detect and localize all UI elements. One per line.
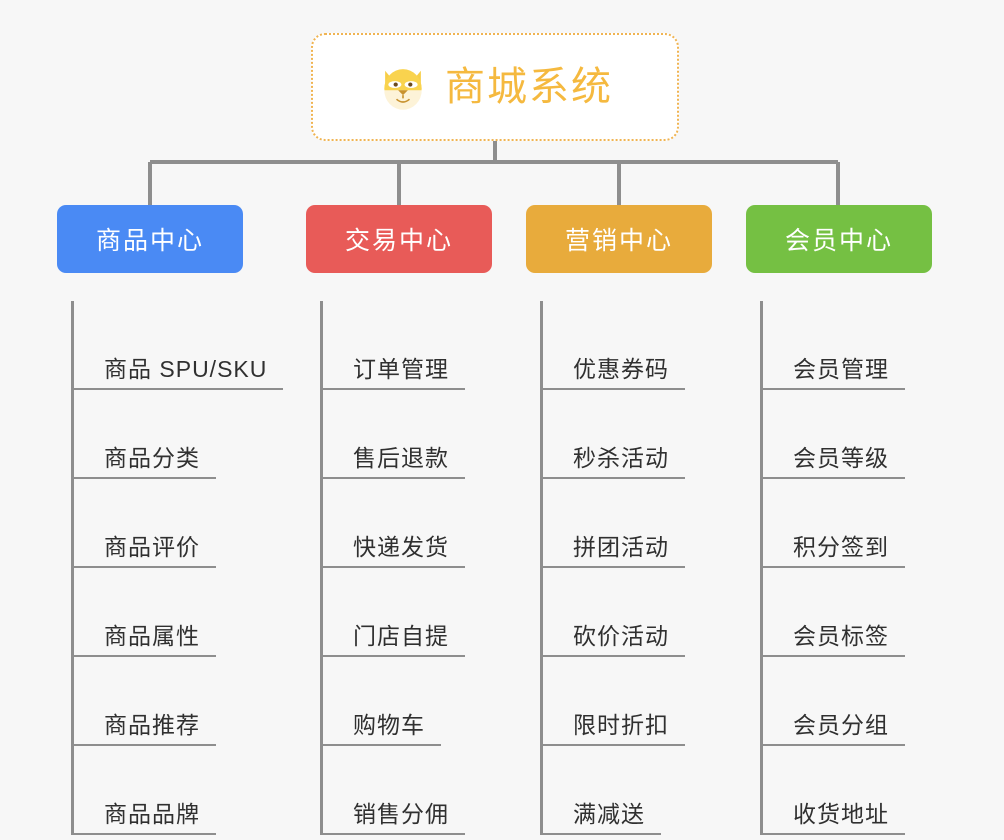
leaf-label: 限时折扣: [573, 712, 669, 739]
category-box-member-center[interactable]: 会员中心: [746, 205, 932, 273]
leaf-label: 秒杀活动: [573, 445, 669, 472]
category-label: 商品中心: [95, 227, 204, 255]
leaf-label: 购物车: [353, 712, 425, 739]
leaf-label: 商品评价: [104, 534, 200, 561]
leaf-item[interactable]: 秒杀活动: [543, 390, 758, 479]
leaf-list-member-center: 会员管理 会员等级 积分签到 会员标签 会员分组 收货地址: [760, 301, 978, 835]
leaf-label: 门店自提: [353, 623, 449, 650]
leaf-item[interactable]: 商品推荐: [74, 657, 289, 746]
category-box-marketing-center[interactable]: 营销中心: [526, 205, 712, 273]
leaf-label: 商品推荐: [104, 712, 200, 739]
leaf-label: 优惠券码: [573, 356, 669, 383]
leaf-label: 会员管理: [793, 356, 889, 383]
category-box-product-center[interactable]: 商品中心: [57, 205, 243, 273]
branch-column-4: 会员中心 会员管理 会员等级 积分签到 会员标签 会员分组 收货地址: [746, 205, 978, 835]
leaf-label: 满减送: [573, 801, 645, 828]
leaf-item[interactable]: 限时折扣: [543, 657, 758, 746]
leaf-label: 拼团活动: [573, 534, 669, 561]
leaf-item[interactable]: 商品分类: [74, 390, 289, 479]
leaf-item[interactable]: 商品品牌: [74, 746, 289, 835]
leaf-item[interactable]: 收货地址: [763, 746, 978, 835]
leaf-list-marketing-center: 优惠券码 秒杀活动 拼团活动 砍价活动 限时折扣 满减送: [540, 301, 758, 835]
category-label: 营销中心: [564, 227, 673, 255]
leaf-item[interactable]: 订单管理: [323, 301, 538, 390]
leaf-label: 砍价活动: [573, 623, 669, 650]
leaf-item[interactable]: 会员分组: [763, 657, 978, 746]
leaf-item[interactable]: 拼团活动: [543, 479, 758, 568]
leaf-item[interactable]: 售后退款: [323, 390, 538, 479]
leaf-label: 积分签到: [793, 534, 889, 561]
leaf-item[interactable]: 商品属性: [74, 568, 289, 657]
leaf-label: 快递发货: [353, 534, 449, 561]
branch-column-2: 交易中心 订单管理 售后退款 快递发货 门店自提 购物车 销售分佣: [306, 205, 538, 835]
branch-column-1: 商品中心 商品 SPU/SKU 商品分类 商品评价 商品属性 商品推荐 商品品牌: [57, 205, 289, 835]
leaf-item[interactable]: 砍价活动: [543, 568, 758, 657]
leaf-item[interactable]: 会员等级: [763, 390, 978, 479]
leaf-item[interactable]: 商品评价: [74, 479, 289, 568]
leaf-item[interactable]: 会员管理: [763, 301, 978, 390]
leaf-item[interactable]: 会员标签: [763, 568, 978, 657]
category-box-trade-center[interactable]: 交易中心: [306, 205, 492, 273]
leaf-label: 会员分组: [793, 712, 889, 739]
leaf-label: 会员标签: [793, 623, 889, 650]
category-label: 会员中心: [784, 227, 893, 255]
leaf-item[interactable]: 商品 SPU/SKU: [74, 301, 289, 390]
leaf-item[interactable]: 销售分佣: [323, 746, 538, 835]
leaf-list-trade-center: 订单管理 售后退款 快递发货 门店自提 购物车 销售分佣: [320, 301, 538, 835]
leaf-label: 会员等级: [793, 445, 889, 472]
leaf-label: 销售分佣: [353, 801, 449, 828]
leaf-item[interactable]: 购物车: [323, 657, 538, 746]
leaf-label: 商品 SPU/SKU: [104, 356, 268, 383]
leaf-label: 收货地址: [793, 801, 889, 828]
category-label: 交易中心: [344, 227, 453, 255]
leaf-item[interactable]: 积分签到: [763, 479, 978, 568]
root-node[interactable]: 商城系统: [311, 33, 679, 141]
leaf-item[interactable]: 快递发货: [323, 479, 538, 568]
leaf-item[interactable]: 满减送: [543, 746, 758, 835]
leaf-label: 订单管理: [353, 356, 449, 383]
root-title: 商城系统: [445, 65, 613, 109]
leaf-label: 售后退款: [353, 445, 449, 472]
shiba-dog-face-icon: [384, 69, 422, 110]
leaf-list-product-center: 商品 SPU/SKU 商品分类 商品评价 商品属性 商品推荐 商品品牌: [71, 301, 289, 835]
leaf-label: 商品品牌: [104, 801, 200, 828]
branch-column-3: 营销中心 优惠券码 秒杀活动 拼团活动 砍价活动 限时折扣 满减送: [526, 205, 758, 835]
leaf-label: 商品分类: [104, 445, 200, 472]
leaf-item[interactable]: 优惠券码: [543, 301, 758, 390]
leaf-label: 商品属性: [104, 623, 200, 650]
leaf-item[interactable]: 门店自提: [323, 568, 538, 657]
